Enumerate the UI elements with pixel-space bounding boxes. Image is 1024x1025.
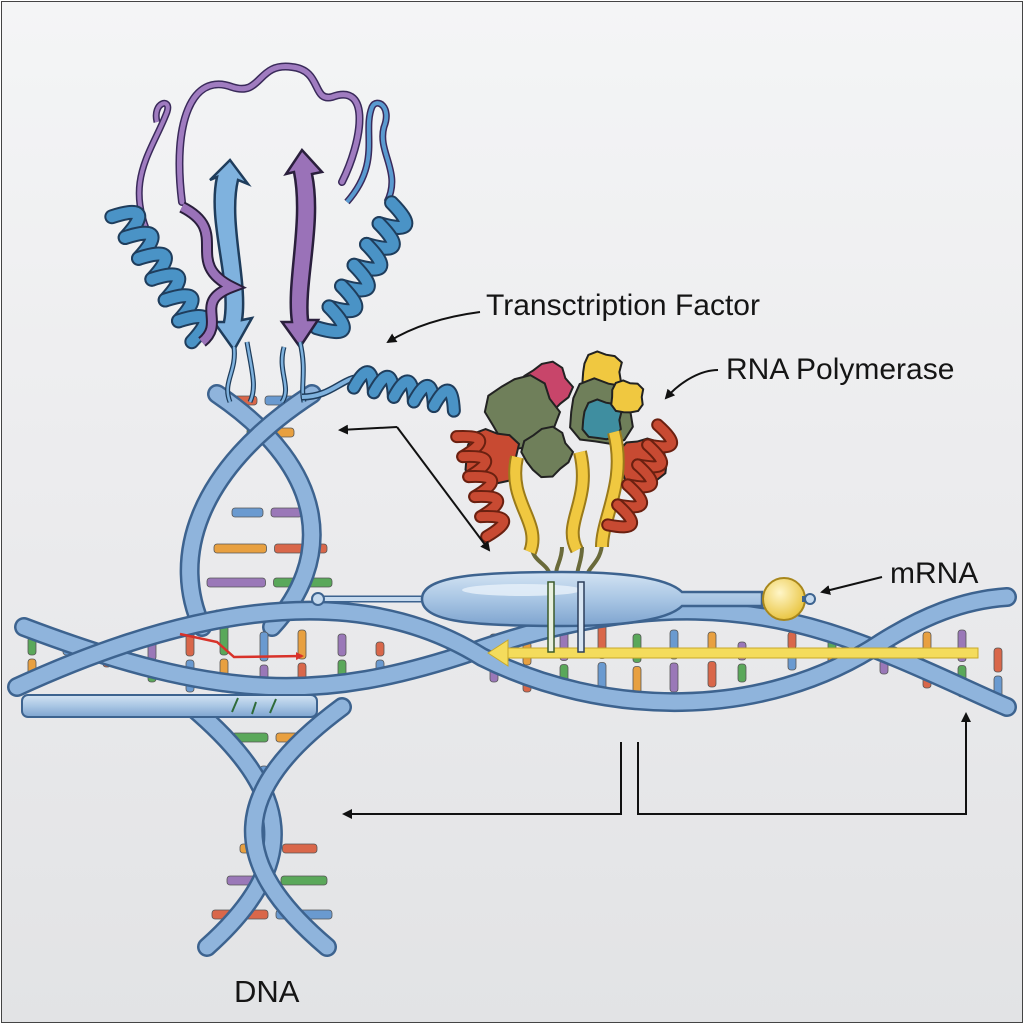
mrna-pointer-arrow (820, 576, 883, 595)
feedback-arrow-right (637, 712, 971, 815)
base-pair (282, 843, 318, 854)
transcription-direction-arrow (487, 639, 979, 667)
transcription-factor-label: Transctription Factor (486, 289, 760, 322)
binding-arrow-left (338, 424, 398, 435)
base-pair (259, 631, 269, 662)
polymerase-subunit-green (520, 425, 575, 479)
beta-sheet-right (279, 147, 325, 350)
transcription-factor-protein (104, 62, 461, 418)
base-pair (787, 631, 797, 650)
mrna-strand (762, 577, 816, 621)
dna-label: DNA (234, 974, 300, 1009)
base-pair (280, 875, 328, 886)
alpha-helix-right (309, 195, 414, 339)
tf-pointer-arrow (386, 311, 481, 344)
base-pair (213, 543, 267, 554)
polymerase-pointer-arrow (664, 369, 719, 400)
vertical-dna-helix (179, 384, 352, 957)
alpha-helix-arm (346, 365, 461, 418)
base-pair (231, 507, 264, 518)
base-pair (993, 647, 1003, 673)
mrna-label: mRNA (890, 557, 979, 590)
polymerase-helix-red-right (601, 418, 679, 534)
base-pair (375, 641, 385, 657)
binding-arrow-down (396, 426, 491, 552)
base-pair (669, 662, 679, 693)
base-pair (737, 663, 747, 683)
rna-polymerase-complex (450, 350, 679, 578)
base-pair (337, 633, 347, 657)
beta-sheet-left (209, 158, 255, 353)
base-pair (270, 507, 303, 518)
base-pair (707, 661, 717, 688)
mutation-path (179, 632, 304, 661)
polymerase-subunit-yellow (610, 379, 645, 414)
polymerase-helix-red-left (450, 429, 511, 544)
feedback-arrow-left (342, 742, 622, 819)
mrna-bead (762, 577, 806, 621)
base-pair (206, 577, 266, 588)
rna-polymerase-label: RNA Polymerase (726, 353, 955, 386)
base-pair (297, 629, 307, 660)
alpha-helix-left (104, 204, 213, 350)
annotation-arrows (338, 311, 971, 819)
